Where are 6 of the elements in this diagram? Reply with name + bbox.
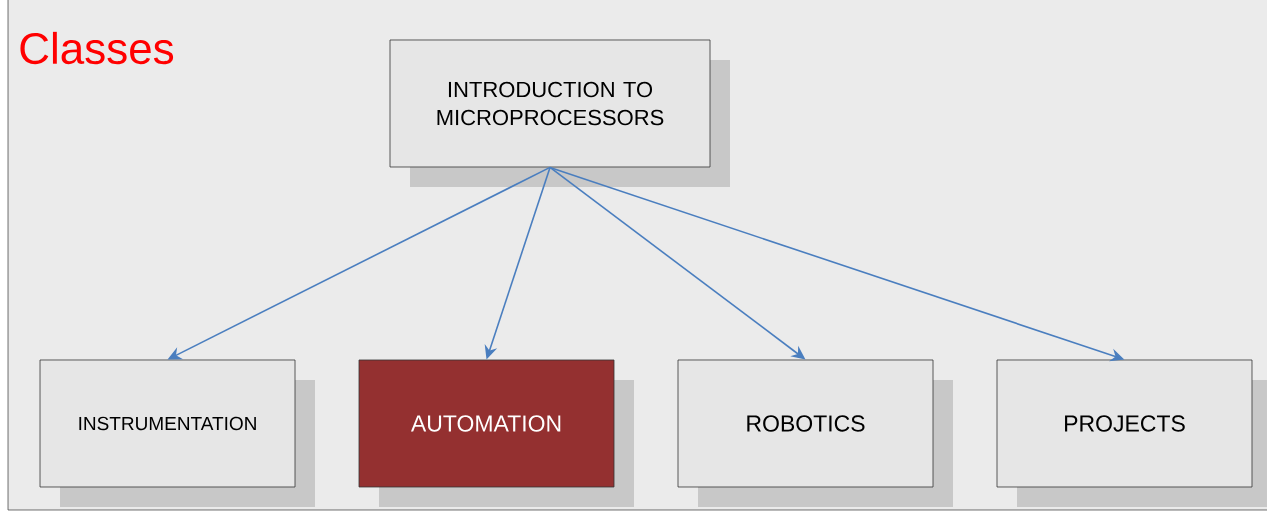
box: INTRODUCTION TO MICROPROCESSORS	[389, 39, 730, 187]
title: Classes	[20, 31, 174, 65]
box: ROBOTICS	[677, 359, 953, 507]
box: INSTRUMENTATION	[39, 359, 315, 507]
box: AUTOMATION	[358, 359, 634, 507]
box: PROJECTS	[996, 359, 1267, 507]
